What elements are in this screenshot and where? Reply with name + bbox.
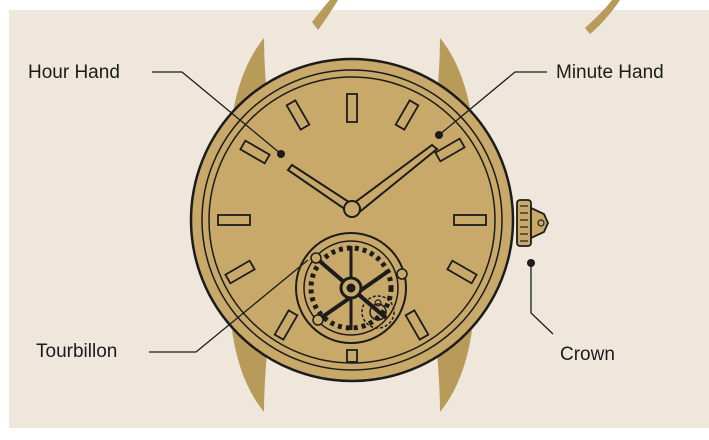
- tourbillon-label: Tourbillon: [36, 341, 118, 362]
- marker-10: [239, 139, 271, 165]
- marker-5: [404, 309, 430, 341]
- marker-12: [346, 93, 358, 123]
- tourbillon: [295, 232, 408, 344]
- marker-1: [394, 99, 420, 131]
- hour-markers: [217, 93, 487, 363]
- marker-2: [434, 137, 466, 163]
- watch-dial: [208, 76, 496, 364]
- marker-6: [346, 349, 358, 363]
- hands-pivot: [343, 200, 361, 218]
- decorative-script-right: [585, 0, 620, 34]
- hour-hand-leader: [152, 71, 282, 155]
- marker-4: [446, 259, 478, 285]
- watch-bezel: [201, 69, 503, 371]
- hour-hand-label: Hour Hand: [28, 62, 120, 83]
- crown: [516, 199, 549, 247]
- marker-11: [285, 99, 311, 131]
- marker-9: [217, 214, 251, 226]
- marker-8: [224, 259, 256, 285]
- decorative-script-left: [312, 0, 338, 30]
- minute-hand-leader: [438, 71, 547, 136]
- crown-leader: [530, 263, 554, 335]
- tourbillon-leader: [149, 259, 309, 353]
- marker-7: [273, 309, 299, 341]
- minute-hand-label: Minute Hand: [556, 62, 664, 83]
- marker-3: [453, 214, 487, 226]
- leader-lines: [149, 71, 554, 353]
- crown-label: Crown: [560, 344, 615, 365]
